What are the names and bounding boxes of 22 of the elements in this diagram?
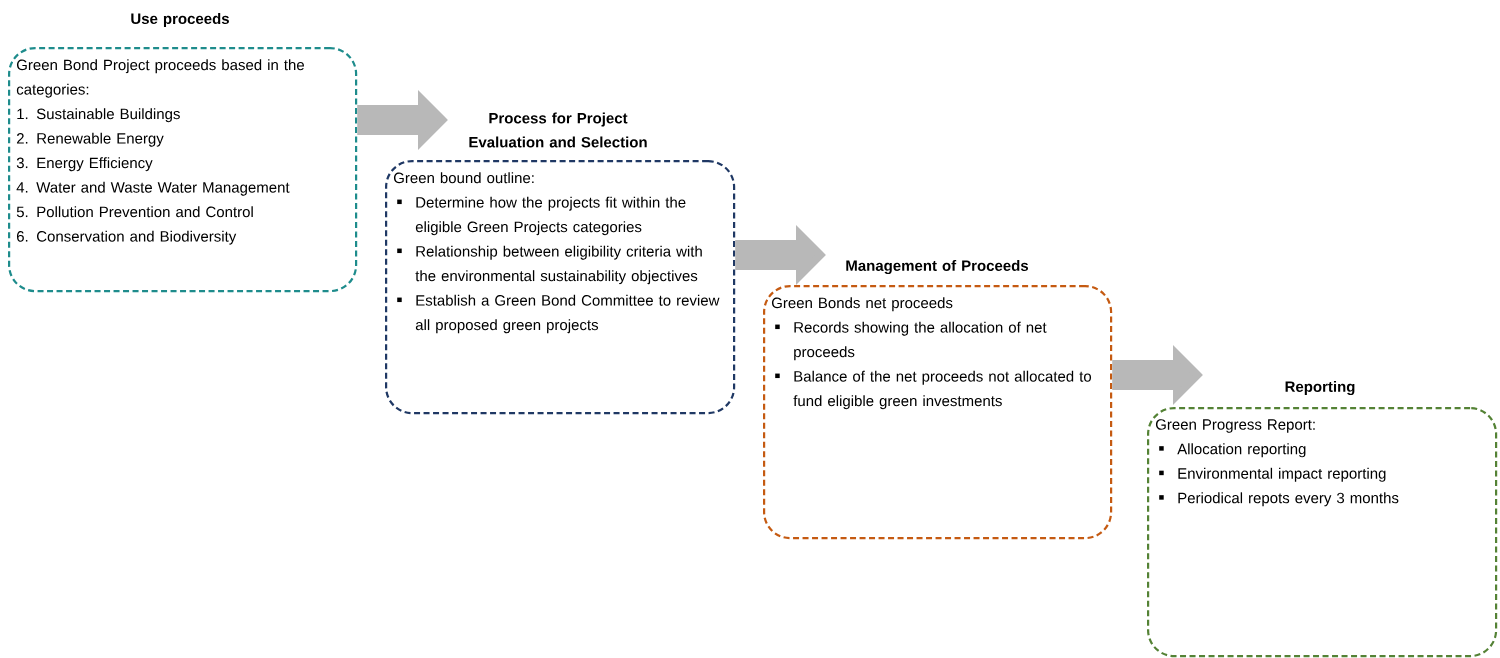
- intro-text: Green Progress Report:: [1155, 419, 1315, 433]
- list-item: Establish a Green Bond Committee to review all proposed green projects: [397, 294, 720, 334]
- intro-text: Green Bonds net proceeds: [771, 297, 953, 312]
- list-item: 3. Energy Efficiency: [16, 157, 153, 172]
- list-item: 1. Sustainable Buildings: [17, 108, 180, 123]
- heading: Management of Proceeds: [846, 259, 1029, 274]
- list-item: 2. Renewable Energy: [16, 132, 164, 147]
- list-item: Records showing the allocation of net proceeds: [775, 321, 1047, 361]
- list-item: Periodical repots every 3 months: [1159, 492, 1399, 507]
- list-item: 4. Water and Waste Water Management: [16, 181, 290, 196]
- list-item: Allocation reporting: [1159, 443, 1306, 458]
- list-item: Environmental impact reporting: [1159, 467, 1386, 482]
- intro-text: Green Bond Project proceeds based in the categories:: [16, 59, 304, 98]
- list-item: Relationship between eligibility criteria with the environmental sustainability objectives: [397, 245, 702, 285]
- list-item: 6. Conservation and Biodiversity: [17, 230, 237, 245]
- intro-text: Green bound outline:: [393, 172, 534, 184]
- list-item: Determine how the projects fit within the eligible Green Projects categories: [397, 196, 686, 236]
- list-item: Balance of the net proceeds not allocated to fund eligible green investments: [775, 370, 1092, 410]
- list-item: 5. Pollution Prevention and Control: [16, 206, 253, 218]
- heading: Process for Project Evaluation and Selection: [469, 112, 647, 148]
- heading: Reporting: [1285, 380, 1355, 395]
- heading: Use proceeds: [131, 13, 229, 27]
